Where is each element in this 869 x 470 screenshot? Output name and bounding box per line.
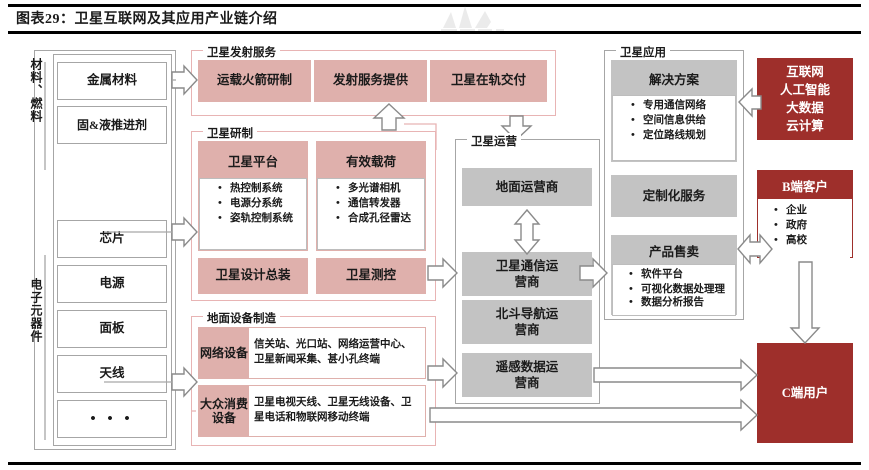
customer-tech-box: 互联网 人工智能 大数据 云计算 <box>757 58 853 140</box>
list-item: 空间信息供给 <box>631 113 733 129</box>
payload-title: 有效载荷 <box>317 142 425 178</box>
manufacture-item-assembly: 卫星设计总装 <box>198 258 308 294</box>
application-card-solution: 解决方案 专用通信网络 空间信息供给 定位路线规划 <box>611 60 737 162</box>
application-group-label: 卫星应用 <box>616 44 670 60</box>
list-item: 政府 <box>774 218 848 234</box>
page-title: 图表29：卫星互联网及其应用产业链介绍 <box>16 12 278 27</box>
list-item: 可视化数据处理理 <box>629 282 733 297</box>
ground-equipment-row-network: 网络设备 信关站、光口站、网络运营中心、卫星新闻采集、甚小孔终端 <box>198 327 426 379</box>
arrow-operation-to-c-side <box>593 358 759 392</box>
manufacture-card-payload: 有效载荷 多光谱相机 通信转发器 合成孔径雷达 <box>316 141 426 251</box>
application-item-custom-service: 定制化服务 <box>611 175 737 217</box>
list-item: 定位路线规划 <box>631 128 733 144</box>
arrow-consumer-equipment-to-c-side <box>429 398 759 432</box>
operation-item-satcom-label: 卫星通信运营商 <box>495 258 559 289</box>
b-side-bullets: 企业 政府 高校 <box>760 201 850 261</box>
list-item: 高校 <box>774 233 848 249</box>
list-item: 姿轨控制系统 <box>218 211 304 227</box>
consumer-equipment-text: 卫星电视天线、卫星无线设备、卫星电话和物联网移动终端 <box>254 397 412 423</box>
b-side-title: B端客户 <box>758 171 852 199</box>
platform-title: 卫星平台 <box>199 142 307 178</box>
list-item: 企业 <box>774 203 848 219</box>
product-sales-title: 产品售卖 <box>612 236 736 264</box>
upstream-label-components: 电子元器件 <box>29 278 43 343</box>
launch-item-service: 发射服务提供 <box>314 60 427 102</box>
header-rule-top <box>8 4 861 7</box>
upstream-item-more: • • • <box>57 400 167 438</box>
list-item: 专用通信网络 <box>631 98 733 114</box>
payload-bullets: 多光谱相机 通信转发器 合成孔径雷达 <box>317 178 425 250</box>
launch-group-label: 卫星发射服务 <box>203 44 280 60</box>
manufacture-item-tracking: 卫星测控 <box>316 258 426 294</box>
upstream-label-materials: 材料、燃料 <box>29 58 43 123</box>
list-item: 多光谱相机 <box>336 181 422 197</box>
upstream-item-metal: 金属材料 <box>57 62 167 100</box>
operation-item-beidou: 北斗导航运营商 <box>462 300 592 344</box>
solution-bullets: 专用通信网络 空间信息供给 定位路线规划 <box>612 95 736 161</box>
manufacture-card-platform: 卫星平台 热控制系统 电源分系统 姿轨控制系统 <box>198 141 308 251</box>
ground-equipment-row-consumer: 大众消费设备 卫星电视天线、卫星无线设备、卫星电话和物联网移动终端 <box>198 385 426 437</box>
list-item: 软件平台 <box>629 267 733 283</box>
list-item: 合成孔径雷达 <box>336 211 422 227</box>
solution-title: 解决方案 <box>612 61 736 95</box>
manufacture-group-label: 卫星研制 <box>203 125 257 141</box>
consumer-equipment-label: 大众消费设备 <box>199 386 249 436</box>
launch-item-delivery: 卫星在轨交付 <box>430 60 547 102</box>
upstream-item-power: 电源 <box>57 265 167 303</box>
application-card-product-sales: 产品售卖 软件平台 可视化数据处理理 数据分析报告 <box>611 235 737 316</box>
ground-equipment-group-label: 地面设备制造 <box>203 310 280 326</box>
operation-item-ground: 地面运营商 <box>462 168 592 206</box>
operation-group-label: 卫星运营 <box>467 133 521 149</box>
list-item: 数据分析报告 <box>629 295 733 311</box>
footer-rule <box>8 462 861 465</box>
upstream-item-chip: 芯片 <box>57 220 167 258</box>
list-item: 通信转发器 <box>336 196 422 212</box>
list-item: 热控制系统 <box>218 181 304 197</box>
arrow-b-side-to-c-side <box>789 261 821 345</box>
upstream-item-antenna: 天线 <box>57 355 167 393</box>
platform-bullets: 热控制系统 电源分系统 姿轨控制系统 <box>199 178 307 250</box>
header-rule-bottom <box>8 31 861 34</box>
operation-item-beidou-label: 北斗导航运营商 <box>495 306 559 337</box>
operation-item-satcom: 卫星通信运营商 <box>462 252 592 296</box>
operation-item-remote-label: 遥感数据运营商 <box>495 359 559 390</box>
network-equipment-label: 网络设备 <box>199 328 249 378</box>
customer-c-side-box: C端用户 <box>757 343 853 443</box>
operation-item-remote: 遥感数据运营商 <box>462 353 592 397</box>
upstream-item-panel: 面板 <box>57 310 167 348</box>
list-item: 电源分系统 <box>218 196 304 212</box>
company-logo-watermark <box>441 6 504 32</box>
product-sales-bullets: 软件平台 可视化数据处理理 数据分析报告 <box>612 264 736 316</box>
network-equipment-text: 信关站、光口站、网络运营中心、卫星新闻采集、甚小孔终端 <box>254 339 412 365</box>
launch-item-rocket: 运载火箭研制 <box>198 60 311 102</box>
upstream-item-propellant: 固&液推进剂 <box>57 106 167 144</box>
customer-b-side-card: B端客户 企业 政府 高校 <box>757 170 853 261</box>
